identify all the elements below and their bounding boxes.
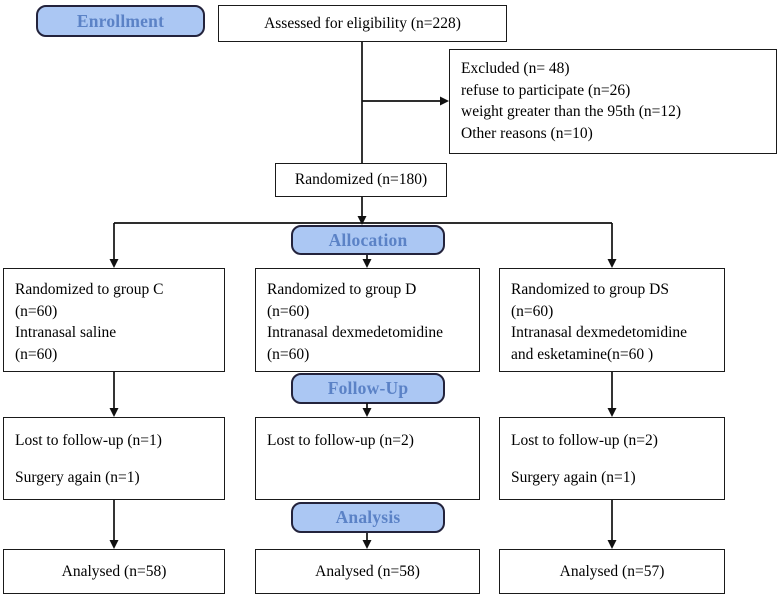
box-analysed-ds: Analysed (n=57) (499, 549, 725, 594)
group-line: (n=60) (267, 302, 310, 320)
box-group-d: Randomized to group D (n=60) Intranasal … (255, 268, 480, 372)
stage-enrollment: Enrollment (36, 5, 205, 37)
excluded-line: refuse to participate (n=26) (461, 81, 631, 99)
analysed-text: Analysed (n=57) (559, 562, 665, 580)
group-line: Randomized to group D (267, 281, 417, 298)
group-line: and esketamine(n=60 ) (511, 345, 654, 363)
group-line: Randomized to group C (15, 281, 164, 298)
box-randomized: Randomized (n=180) (275, 163, 447, 197)
box-excluded: Excluded (n= 48) refuse to participate (… (449, 49, 777, 154)
followup-line: Surgery again (n=1) (511, 468, 636, 486)
stage-allocation: Allocation (291, 225, 445, 255)
arrow-down-icon (362, 259, 372, 268)
arrow-down-icon (362, 408, 372, 417)
analysed-text: Analysed (n=58) (61, 562, 167, 580)
followup-line: Lost to follow-up (n=2) (267, 432, 414, 449)
assessed-text: Assessed for eligibility (n=228) (264, 14, 461, 32)
group-line: Intranasal dexmedetomidine (511, 324, 688, 341)
stage-allocation-label: Allocation (328, 229, 408, 250)
arrow-down-icon (109, 259, 119, 268)
box-followup-d: Lost to follow-up (n=2) (255, 417, 480, 500)
arrow-down-icon (109, 540, 119, 549)
analysed-text: Analysed (n=58) (315, 562, 420, 580)
randomized-text: Randomized (n=180) (294, 171, 428, 188)
excluded-line: Excluded (n= 48) (461, 60, 570, 77)
excluded-line: Other reasons (n=10) (461, 124, 593, 142)
group-line: (n=60) (267, 345, 310, 363)
followup-line: Surgery again (n=1) (15, 468, 140, 486)
stage-analysis-label: Analysis (335, 507, 401, 527)
arrow-down-icon (109, 408, 119, 417)
box-group-c: Randomized to group C (n=60) Intranasal … (3, 268, 225, 372)
box-group-ds: Randomized to group DS (n=60) Intranasal… (499, 268, 725, 372)
stage-followup: Follow-Up (291, 373, 445, 404)
group-line: (n=60) (15, 345, 58, 363)
arrow-down-icon (607, 259, 617, 268)
stage-followup-label: Follow-Up (327, 378, 409, 398)
group-line: (n=60) (511, 302, 554, 320)
box-followup-ds: Lost to follow-up (n=2) Surgery again (n… (499, 417, 725, 500)
group-line: Intranasal saline (15, 324, 117, 341)
arrow-down-icon (362, 540, 372, 549)
followup-line: Lost to follow-up (n=2) (511, 432, 658, 449)
group-line: Randomized to group DS (511, 281, 669, 298)
group-line: Intranasal dexmedetomidine (267, 324, 444, 341)
box-assessed: Assessed for eligibility (n=228) (218, 5, 507, 42)
group-line: (n=60) (15, 302, 58, 320)
followup-line: Lost to follow-up (n=1) (15, 432, 162, 449)
box-analysed-d: Analysed (n=58) (255, 549, 480, 594)
stage-enrollment-label: Enrollment (76, 10, 165, 31)
arrow-right-icon (440, 96, 449, 106)
box-followup-c: Lost to follow-up (n=1) Surgery again (n… (3, 417, 225, 500)
arrow-down-icon (607, 408, 617, 417)
stage-analysis: Analysis (291, 502, 445, 533)
arrow-down-icon (357, 216, 367, 225)
box-analysed-c: Analysed (n=58) (3, 549, 225, 594)
arrow-down-icon (607, 540, 617, 549)
excluded-line: weight greater than the 95th (n=12) (461, 103, 682, 120)
